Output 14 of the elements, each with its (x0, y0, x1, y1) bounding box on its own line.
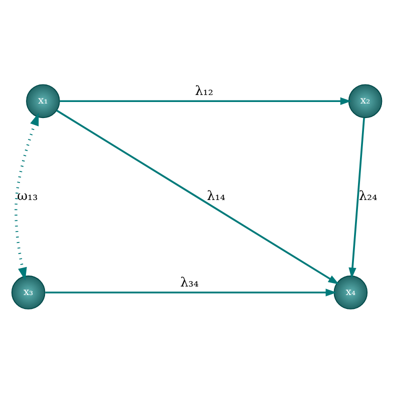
arrow (45, 288, 337, 296)
edge-label: λ₂₄ (358, 189, 378, 204)
node-circle: x₄ (334, 276, 368, 310)
node-circle: x₃ (11, 276, 46, 310)
edge-label: λ₁₄ (206, 189, 226, 204)
edge-label: ω₁₃ (17, 189, 38, 204)
arrow (348, 118, 365, 279)
node-circle: x₁ (26, 84, 60, 118)
edge-label: λ₁₂ (194, 84, 214, 99)
arrow (14, 112, 39, 280)
node-circle: x₂ (348, 84, 382, 118)
arrow (56, 110, 340, 285)
arrow (60, 97, 352, 105)
edge-label: λ₃₄ (180, 275, 199, 290)
